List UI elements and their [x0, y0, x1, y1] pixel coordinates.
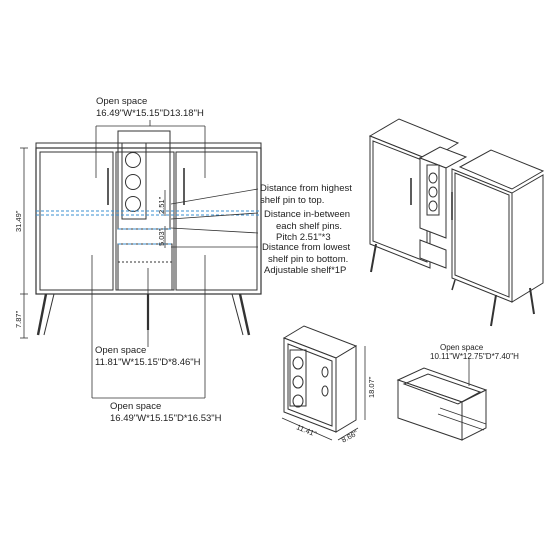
- open-space-top-title: Open space: [96, 96, 148, 107]
- drawer-open-space-title: Open space: [440, 343, 484, 352]
- open-space-bottom-title: Open space: [110, 401, 162, 412]
- note-highest-line1: Distance from highest: [260, 183, 352, 194]
- iso-cabinet: [368, 118, 545, 327]
- dim-pin-bottom: 5.03": [157, 228, 166, 246]
- drawer-detail: [396, 358, 488, 441]
- note-lowest-line2: shelf pin to bottom.: [268, 254, 349, 265]
- dimension-lines: [20, 147, 166, 339]
- note-highest-line2: shelf pin to top.: [260, 195, 325, 206]
- note-adjustable-shelf: Adjustable shelf*1P: [264, 265, 347, 276]
- note-between-line2: each shelf pins.: [276, 221, 343, 232]
- drawer-open-space-dims: 10.11"W*12.75"D*7.40"H: [430, 352, 519, 361]
- dim-total-height: 31.49": [14, 210, 23, 232]
- open-space-mid-dims: 11.81"W*15.15"D*8.46"H: [95, 357, 201, 368]
- front-cabinet: [35, 130, 262, 336]
- note-between-line1: Distance in-between: [264, 209, 351, 220]
- dim-leg-height: 7.87": [14, 310, 23, 328]
- wine-rack-detail: [281, 325, 366, 441]
- dim-pin-top: 2.51": [157, 196, 166, 214]
- open-space-bottom-dims: 16.49"W*15.15"D*16.53"H: [110, 413, 222, 424]
- note-lowest-line1: Distance from lowest: [262, 242, 351, 253]
- open-space-top-dims: 16.49"W*15.15"D13.18"H: [96, 108, 204, 119]
- leader-lines: [91, 120, 259, 399]
- open-space-mid-title: Open space: [95, 345, 147, 356]
- note-pitch: Pitch 2.51"*3: [276, 232, 331, 243]
- dim-rack-height: 18.07": [367, 376, 376, 398]
